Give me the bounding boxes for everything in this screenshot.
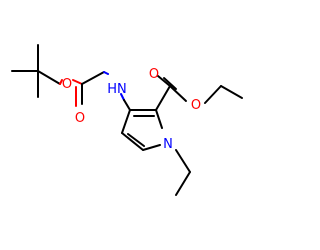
boc-carbamate-group: [59, 71, 109, 107]
bond: [163, 77, 177, 90]
bond: [81, 71, 105, 85]
bond: [121, 109, 131, 134]
bond: [169, 85, 187, 102]
bond: [175, 149, 191, 173]
tert-butyl-group: [11, 44, 61, 98]
bond: [103, 71, 109, 75]
atom-labels: O O HN O O N: [62, 67, 201, 152]
atom-label-ester-carbonyl-oxygen: O: [149, 67, 159, 82]
atom-label-boc-ester-oxygen: O: [62, 77, 72, 92]
bond: [204, 85, 222, 104]
bond: [72, 79, 83, 85]
bond: [175, 171, 191, 196]
bond: [157, 75, 171, 87]
atom-label-ester-oxygen: O: [191, 98, 201, 113]
bond: [127, 133, 145, 147]
chemical-structure-diagram: O O HN O O N: [11, 44, 243, 196]
bond: [123, 99, 131, 111]
ethyl-ester-group: [155, 75, 243, 111]
bond: [155, 109, 163, 129]
bond: [59, 79, 63, 85]
bond: [220, 85, 243, 99]
bond: [37, 70, 61, 85]
atom-label-ring-nitrogen: N: [163, 137, 173, 152]
n-ethyl-group: [175, 149, 191, 196]
bond: [142, 144, 161, 151]
bond: [121, 132, 144, 151]
pyrrole-ring: [121, 109, 163, 151]
atom-label-amine-nh: HN: [107, 82, 127, 97]
bond: [120, 93, 125, 101]
bond: [155, 85, 171, 111]
atom-label-boc-carbonyl-oxygen: O: [75, 111, 85, 126]
